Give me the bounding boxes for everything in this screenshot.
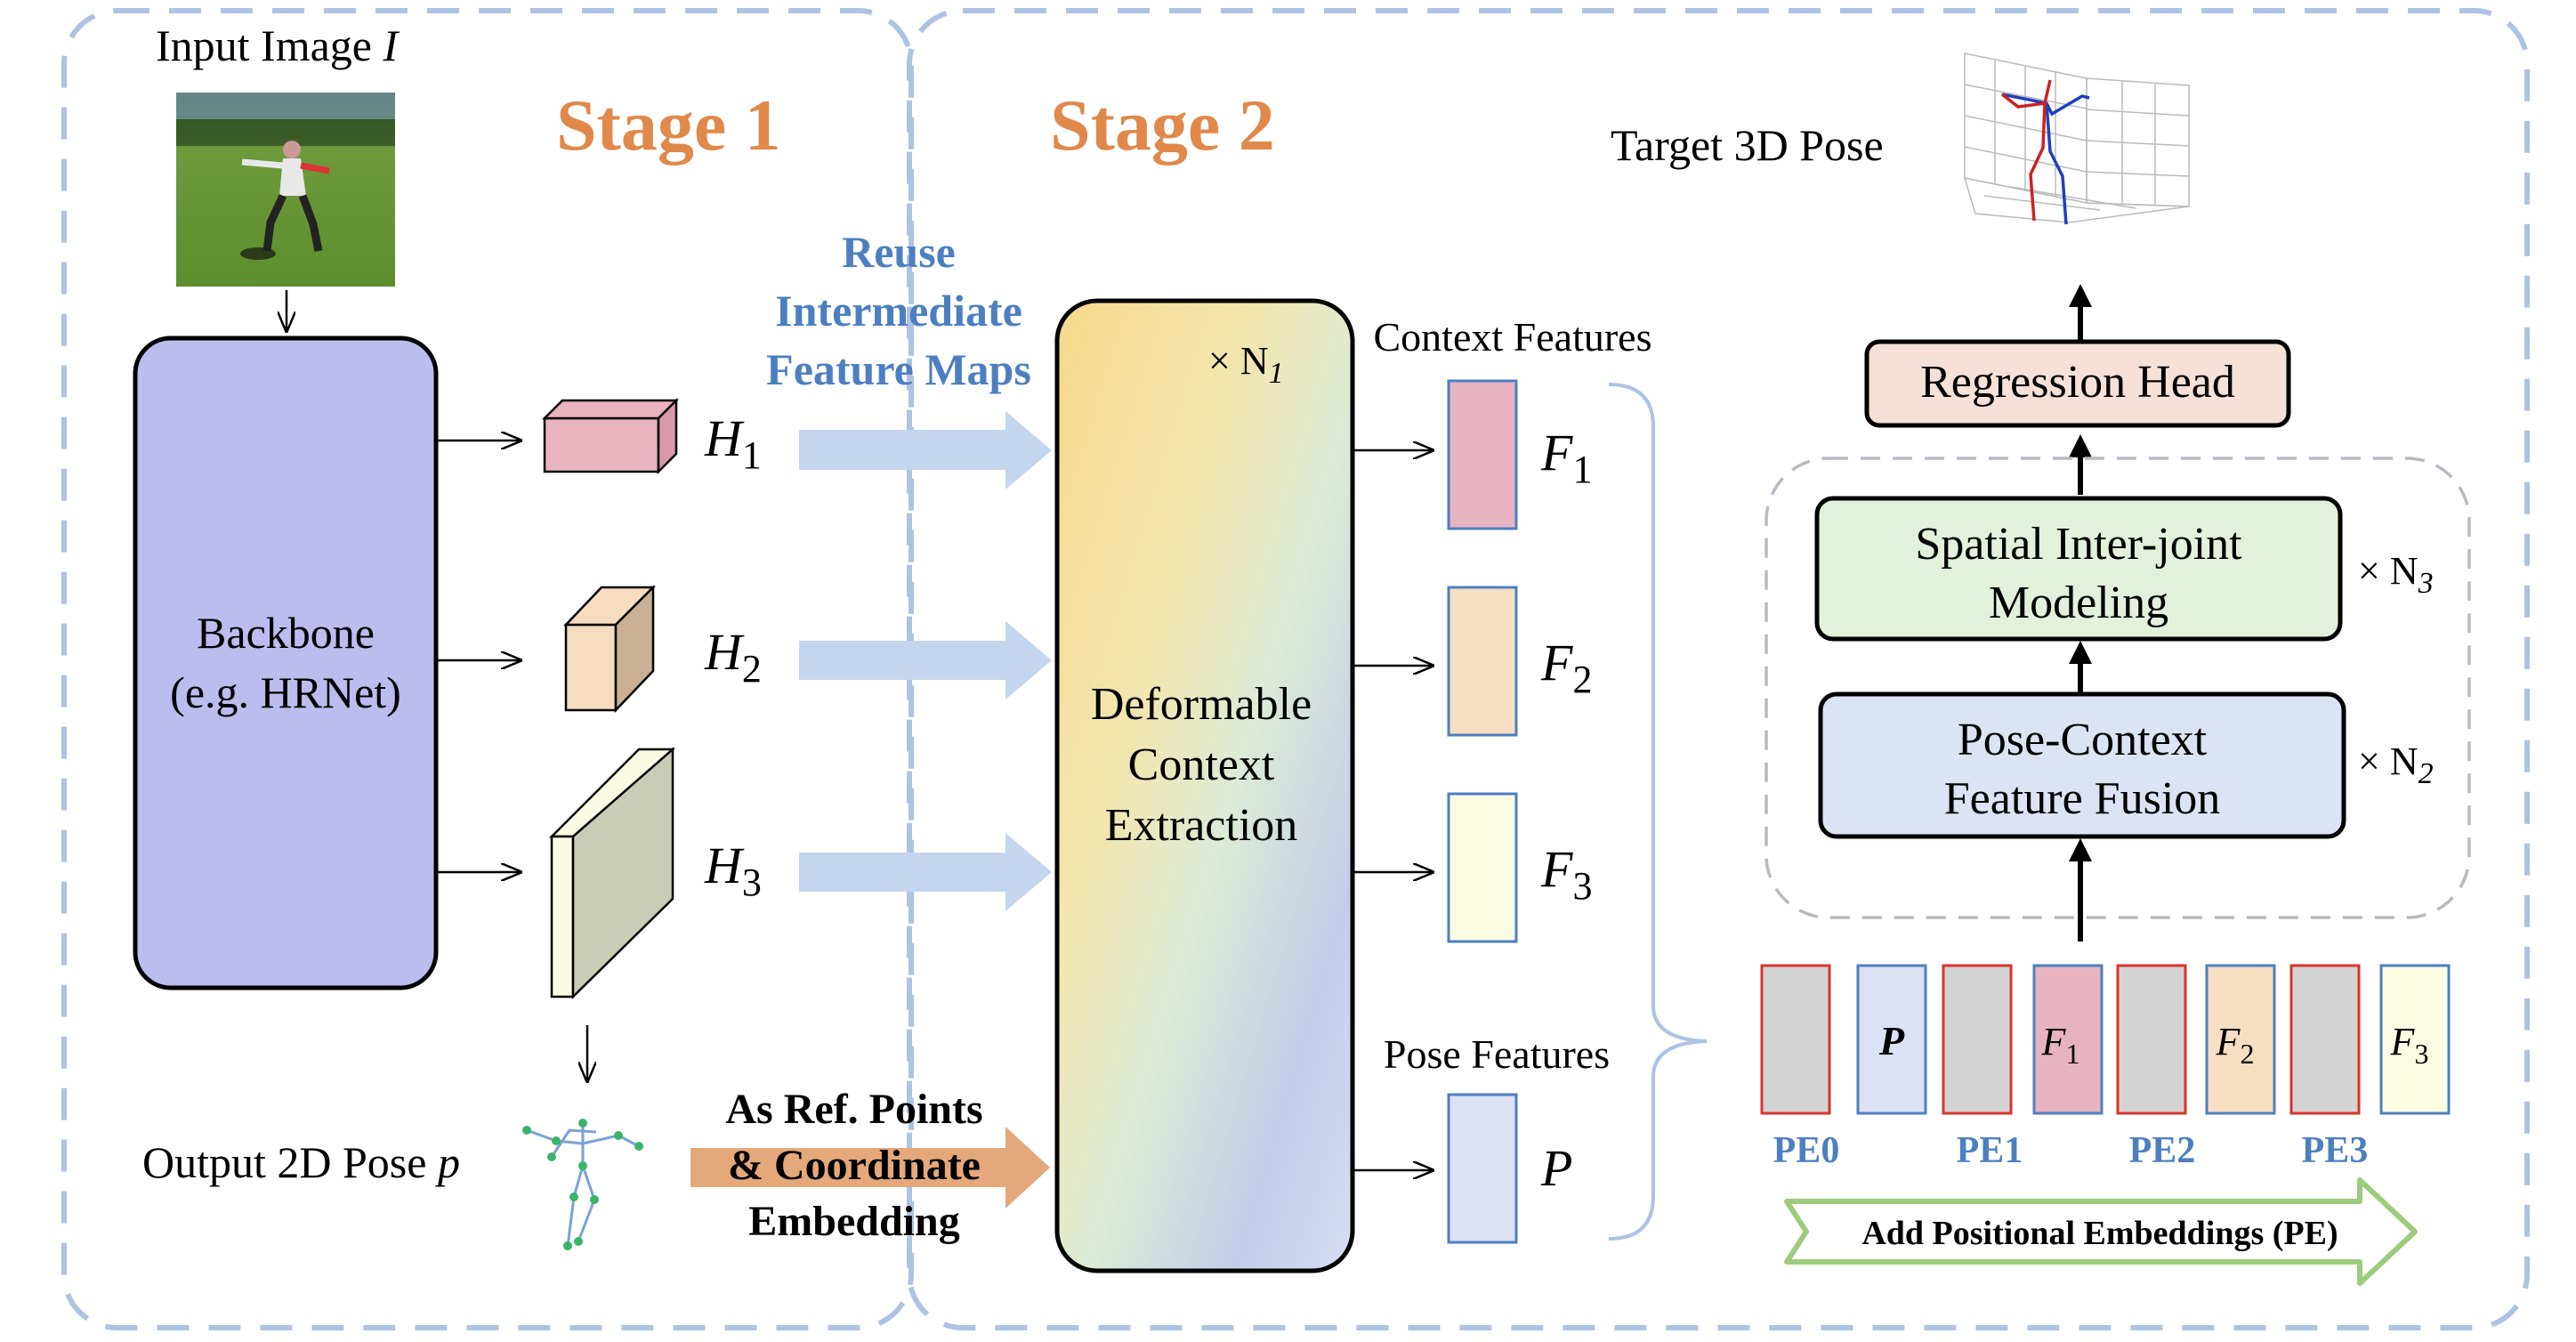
token-f1	[2032, 964, 2104, 1115]
repeat-dashed-container	[1764, 457, 2471, 919]
f1-feature-box	[1447, 379, 1518, 530]
f3-feature-box	[1447, 792, 1518, 943]
context-features-label: Context Features	[1374, 314, 1652, 360]
spatial-label-line1: Spatial Inter-joint	[1915, 519, 2242, 570]
f1-label: F1	[1540, 424, 1592, 491]
h3-feature-map	[548, 747, 676, 999]
reuse-label-line2: Intermediate	[775, 286, 1022, 336]
pose-context-fusion-block	[1818, 691, 2346, 839]
reuse-arrow-h2	[799, 621, 1052, 699]
token-sequence: P F1 F2 F3	[1760, 964, 2451, 1115]
pe-arrow	[1784, 1177, 2418, 1286]
backbone-label-line1: Backbone	[197, 608, 375, 658]
target-3d-pose-plot	[1963, 53, 2190, 225]
deformable-context-extraction-block	[1054, 298, 1355, 1273]
token-f1-label: F1	[2041, 1020, 2080, 1070]
token-pe2-slot	[2116, 964, 2187, 1115]
h1-label: H1	[704, 409, 762, 477]
token-pose	[1856, 964, 1927, 1115]
h3-label: H3	[704, 837, 762, 904]
pose-feature-label: P	[1540, 1139, 1572, 1197]
features-brace	[1608, 383, 1708, 1241]
backbone-label-line2: (e.g. HRNet)	[170, 667, 401, 717]
stage2-title: Stage 2	[1050, 85, 1275, 166]
pose-features-label: Pose Features	[1384, 1031, 1610, 1077]
input-image	[176, 93, 395, 287]
spatial-inter-joint-block	[1814, 496, 2343, 642]
stage1-title: Stage 1	[556, 85, 781, 166]
token-pe3-slot	[2289, 964, 2361, 1115]
spatial-repeat: × N3	[2358, 549, 2434, 600]
input-image-label: Input Image I	[156, 20, 400, 70]
token-f2	[2205, 964, 2276, 1115]
reuse-label-line3: Feature Maps	[766, 344, 1031, 394]
fusion-repeat: × N2	[2358, 740, 2434, 790]
spatial-label-line2: Modeling	[1989, 578, 2168, 628]
pe1-label: PE1	[1957, 1130, 2023, 1171]
f2-label: F2	[1540, 634, 1592, 701]
token-f3	[2379, 964, 2451, 1115]
dce-label-line2: Context	[1128, 740, 1275, 790]
reuse-label-line1: Reuse	[842, 227, 956, 277]
dce-label-line3: Extraction	[1105, 800, 1298, 851]
pe0-label: PE0	[1773, 1130, 1840, 1171]
ref-points-arrow	[690, 1127, 1050, 1209]
regression-head-label: Regression Head	[1920, 357, 2235, 408]
h2-feature-map	[563, 584, 657, 714]
fusion-label-line2: Feature Fusion	[1944, 773, 2221, 824]
reuse-arrow-h1	[799, 411, 1052, 489]
f3-label: F3	[1540, 840, 1592, 908]
regression-head-block	[1864, 339, 2291, 428]
stage1-dashed-border	[61, 8, 914, 1330]
fusion-label-line1: Pose-Context	[1958, 715, 2208, 765]
dce-repeat: × N1	[1208, 339, 1284, 390]
output-2d-skeleton	[522, 1119, 643, 1250]
output-2d-pose-label: Output 2D Pose p	[142, 1137, 460, 1187]
token-f3-label: F3	[2390, 1020, 2429, 1070]
pose-feature-box	[1447, 1093, 1518, 1244]
f2-feature-box	[1447, 586, 1518, 737]
token-pe1-slot	[1942, 964, 2013, 1115]
token-pe0-slot	[1760, 964, 1831, 1115]
ref-label-line2: & Coordinate	[728, 1142, 981, 1189]
h2-label: H2	[704, 623, 762, 691]
reuse-arrows	[799, 411, 1052, 911]
ref-label-line1: As Ref. Points	[725, 1086, 982, 1133]
pe3-label: PE3	[2302, 1130, 2369, 1171]
pe-arrow-label: Add Positional Embeddings (PE)	[1861, 1215, 2338, 1252]
pe2-label: PE2	[2129, 1130, 2196, 1171]
token-pose-label: P	[1878, 1018, 1905, 1063]
reuse-arrow-h3	[799, 833, 1052, 911]
dce-label-line1: Deformable	[1091, 679, 1312, 730]
h1-feature-map	[541, 397, 680, 475]
target-3d-pose-label: Target 3D Pose	[1611, 120, 1884, 170]
ref-label-line3: Embedding	[748, 1198, 959, 1245]
backbone-block	[133, 336, 439, 990]
token-f2-label: F2	[2216, 1020, 2255, 1070]
